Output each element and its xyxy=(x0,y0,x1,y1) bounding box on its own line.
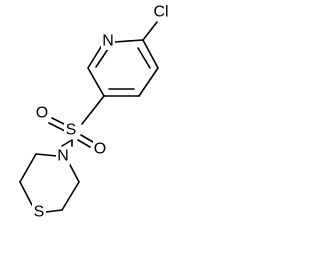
atom-s-ring: S xyxy=(34,204,45,221)
bond-c2-cl xyxy=(142,21,158,41)
bond-c5-c6 xyxy=(87,67,105,97)
bond-n-c2 xyxy=(113,39,144,43)
bond-n-ca xyxy=(35,153,58,157)
bond-c6-n-double xyxy=(95,48,109,68)
atom-o-right: O xyxy=(94,141,106,158)
bond-c3-c4 xyxy=(138,67,159,97)
bond-cd-s xyxy=(45,209,63,213)
bond-c5-s xyxy=(81,95,105,125)
bond-s-o-right-b xyxy=(77,139,91,148)
atom-o-left: O xyxy=(36,105,48,122)
bond-c2-c3 xyxy=(142,39,159,69)
atom-cl: Cl xyxy=(153,4,168,21)
atom-n-pyridine: N xyxy=(102,33,114,50)
bond-s-n-long xyxy=(61,139,73,147)
atom-labels: Cl N S O O N S xyxy=(32,2,172,221)
bond-cc-s xyxy=(19,181,33,206)
structure-canvas: Cl N S O O N S xyxy=(19,2,172,221)
bond-ca-cc xyxy=(19,153,37,183)
atom-s-sulfonyl: S xyxy=(66,122,77,139)
bond-c2-c3-double xyxy=(137,47,151,69)
bond-s-o-right-a xyxy=(80,134,94,143)
atom-n-thiomorpholine: N xyxy=(57,148,69,165)
bond-cb-cd xyxy=(61,181,80,211)
